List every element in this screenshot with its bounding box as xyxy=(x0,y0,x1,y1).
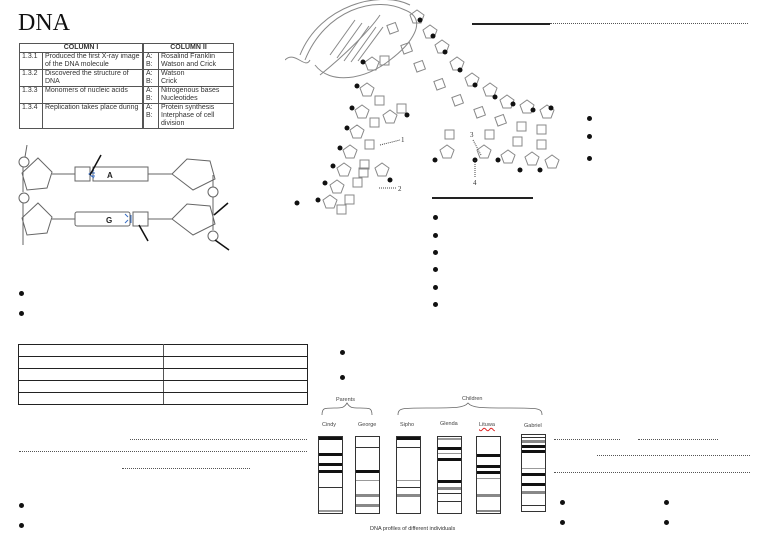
gel-lane xyxy=(437,436,462,514)
answer-line[interactable] xyxy=(19,451,307,452)
bullet-icon xyxy=(19,523,24,528)
answer-line[interactable] xyxy=(638,439,718,440)
table-cell[interactable] xyxy=(18,392,164,405)
answer-line[interactable] xyxy=(550,23,748,24)
phosphate-icon xyxy=(207,230,219,242)
answer-line[interactable] xyxy=(554,439,620,440)
table-row: 1.3.2 Discovered the structure of DNA A:… xyxy=(19,69,234,87)
table-cell[interactable] xyxy=(18,356,164,369)
table-cell[interactable] xyxy=(163,368,308,381)
matching-table: COLUMN I COLUMN II 1.3.1 Produced the fi… xyxy=(19,43,234,129)
question-text: Monomers of nucleic acids xyxy=(42,86,144,104)
gel-lane xyxy=(318,436,343,514)
gel-lane xyxy=(521,434,546,512)
individual-label: Lituwa xyxy=(479,422,495,428)
base-label-top: A xyxy=(107,171,113,180)
question-text: Discovered the structure of DNA xyxy=(42,69,144,87)
individual-label: Sipho xyxy=(400,422,415,428)
brace-parents-icon xyxy=(321,402,373,416)
bullet-icon xyxy=(433,302,438,307)
bullet-icon xyxy=(433,250,438,255)
option-labels: A:B: xyxy=(142,86,159,104)
column-2-header: COLUMN II xyxy=(142,43,234,53)
bullet-icon xyxy=(664,520,669,525)
table-cell[interactable] xyxy=(163,344,308,357)
bullet-icon xyxy=(433,267,438,272)
individual-label: Gabriel xyxy=(524,423,542,429)
table-cell[interactable] xyxy=(163,380,308,393)
bullet-icon xyxy=(433,233,438,238)
bullet-icon xyxy=(433,215,438,220)
gel-caption: DNA profiles of different individuals xyxy=(370,526,456,532)
sugar-icon xyxy=(21,157,53,191)
diagram-label-1: 1 xyxy=(401,136,405,144)
individual-label: Glenda xyxy=(440,421,458,427)
answer-line-solid[interactable] xyxy=(472,23,550,25)
phosphate-icon xyxy=(18,192,30,204)
sugar-icon xyxy=(21,202,53,236)
base-label-bottom: G xyxy=(106,216,112,225)
diagram-label-3: 3 xyxy=(470,131,474,139)
question-number: 1.3.4 xyxy=(19,103,43,129)
gel-lane xyxy=(355,436,380,514)
group-label-children: Children xyxy=(462,396,483,402)
answer-line[interactable] xyxy=(130,439,307,440)
phosphate-icon xyxy=(207,186,219,198)
answer-line-solid[interactable] xyxy=(432,197,533,199)
bullet-icon xyxy=(340,375,345,380)
table-cell[interactable] xyxy=(18,344,164,357)
diagram-label-4: 4 xyxy=(473,179,477,187)
blank-answer-table xyxy=(18,344,308,405)
table-cell[interactable] xyxy=(18,368,164,381)
question-text: Produced the first X-ray image of the DN… xyxy=(42,52,144,70)
group-label-parents: Parents xyxy=(336,397,355,403)
bullet-icon xyxy=(587,116,592,121)
gel-lane xyxy=(476,436,501,514)
phosphate-icon xyxy=(18,156,30,168)
answer-line[interactable] xyxy=(554,472,750,473)
table-cell[interactable] xyxy=(163,392,308,405)
bullet-icon xyxy=(19,503,24,508)
nucleotide-pair-diagram: A G xyxy=(18,145,230,251)
option-labels: A:B: xyxy=(142,103,159,129)
bullet-icon xyxy=(664,500,669,505)
table-row: 1.3.3 Monomers of nucleic acids A:B: Nit… xyxy=(19,86,234,104)
question-number: 1.3.3 xyxy=(19,86,43,104)
individual-label: George xyxy=(358,422,377,428)
table-cell[interactable] xyxy=(163,356,308,369)
bullet-icon xyxy=(340,350,345,355)
gel-lane xyxy=(396,436,421,514)
answer-line[interactable] xyxy=(122,468,250,469)
bullet-icon xyxy=(19,311,24,316)
option-labels: A:B: xyxy=(142,69,159,87)
column-1-header: COLUMN I xyxy=(19,43,144,53)
dna-replication-diagram: 1 2 3 4 xyxy=(285,0,560,215)
question-number: 1.3.1 xyxy=(19,52,43,70)
page-title: DNA xyxy=(18,10,70,36)
table-cell[interactable] xyxy=(18,380,164,393)
bullet-icon xyxy=(19,291,24,296)
question-number: 1.3.2 xyxy=(19,69,43,87)
bullet-icon xyxy=(587,134,592,139)
option-labels: A:B: xyxy=(142,52,159,70)
table-row: 1.3.1 Produced the first X-ray image of … xyxy=(19,52,234,70)
bullet-icon xyxy=(433,285,438,290)
individual-label: Cindy xyxy=(322,422,337,428)
bullet-icon xyxy=(587,156,592,161)
diagram-label-2: 2 xyxy=(398,185,402,193)
question-text: Replication takes place during xyxy=(42,103,144,129)
brace-children-icon xyxy=(397,402,543,416)
bullet-icon xyxy=(560,500,565,505)
answer-line[interactable] xyxy=(597,455,750,456)
table-row: 1.3.4 Replication takes place during A:B… xyxy=(19,103,234,129)
bullet-icon xyxy=(560,520,565,525)
